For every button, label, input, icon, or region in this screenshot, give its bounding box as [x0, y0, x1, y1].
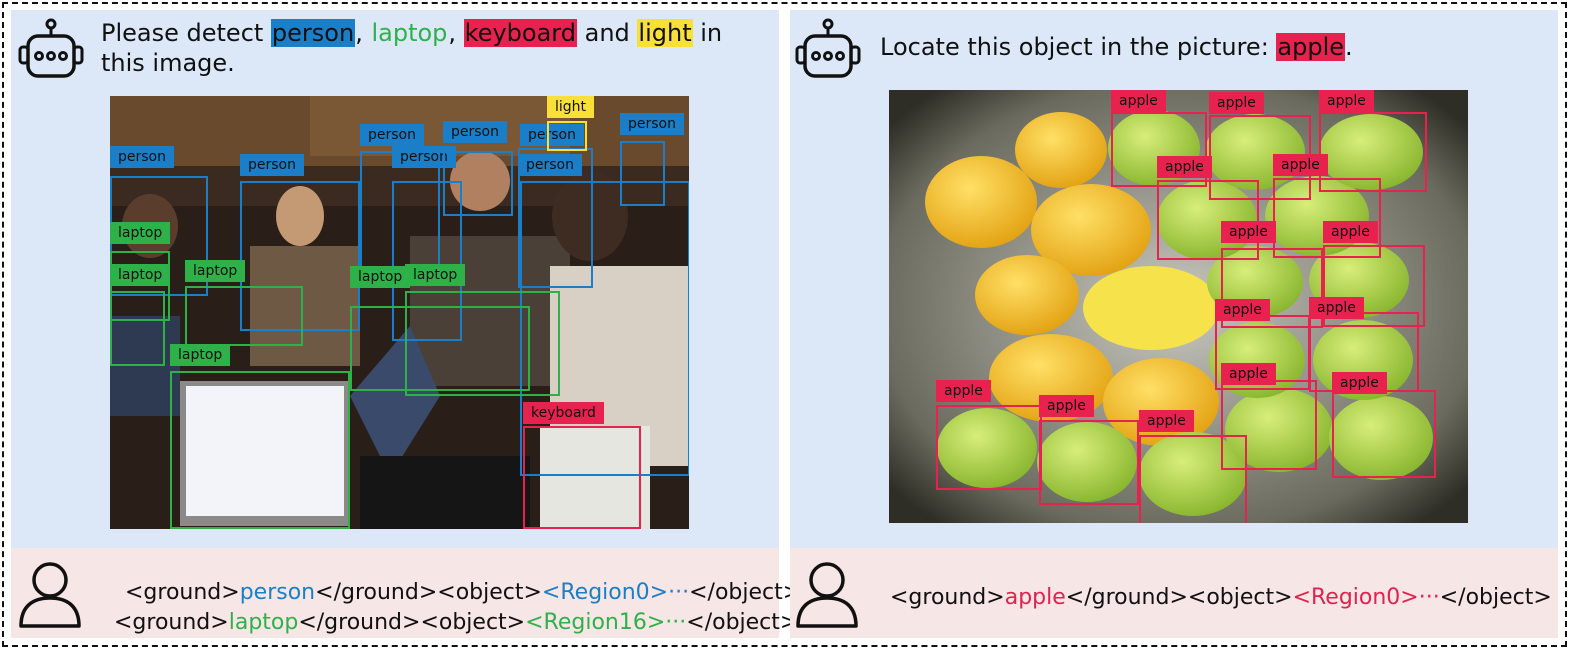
- left-box-label: laptop: [405, 264, 466, 286]
- left-bounding-box: [405, 291, 560, 396]
- ground-tag: <ground>: [125, 580, 240, 605]
- apple-box-label: apple: [1111, 90, 1166, 112]
- left-bounding-box: [350, 306, 530, 391]
- assistant-area: Please detect person, laptop, keyboard a…: [11, 10, 779, 548]
- panel-grounding: Locate this object in the picture: apple…: [790, 10, 1558, 638]
- apple-bounding-box: [1139, 435, 1247, 523]
- prompt-text: Locate this object in the picture:: [880, 33, 1277, 61]
- left-box-label: laptop: [185, 260, 246, 282]
- detect-prompt: Please detect person, laptop, keyboard a…: [101, 18, 761, 78]
- class-chip-laptop: laptop: [371, 19, 448, 47]
- left-bounding-box: [547, 121, 587, 151]
- class-chip-light: light: [637, 19, 693, 47]
- left-box-label: laptop: [170, 344, 231, 366]
- object-tag: </ground><object>: [298, 610, 526, 635]
- left-box-label: person: [518, 154, 582, 176]
- prompt-text: Please detect: [101, 19, 271, 47]
- class-chip-person: person: [270, 19, 356, 47]
- apple-box-label: apple: [1332, 372, 1387, 394]
- apple-box-label: apple: [1215, 299, 1270, 321]
- left-bounding-box: [392, 181, 462, 341]
- left-bounding-box: [523, 426, 641, 529]
- user-area: <ground>apple</ground><object><Region0>·…: [790, 548, 1558, 638]
- apple-bounding-box: [1319, 112, 1427, 192]
- robot-icon: [795, 18, 861, 78]
- answer-class-apple: apple: [1004, 585, 1066, 610]
- apple-box-label: apple: [1273, 154, 1328, 176]
- grounding-photo: apple apple apple apple apple apple apple apple…: [889, 90, 1468, 523]
- left-box-label: person: [620, 113, 684, 135]
- ground-tag: <ground>: [890, 585, 1005, 610]
- region-token: <Region0>···: [541, 580, 690, 605]
- left-bounding-box: [443, 151, 513, 216]
- left-box-label: person: [110, 146, 174, 168]
- left-bounding-box: [170, 371, 350, 529]
- answer-line: <ground>apple</ground><object><Region0>·…: [890, 583, 1552, 613]
- left-bounding-box: [110, 291, 165, 366]
- left-bounding-box: [185, 286, 303, 346]
- answer-class-person: person: [239, 580, 316, 605]
- left-box-label: person: [360, 124, 424, 146]
- left-box-label: person: [443, 121, 507, 143]
- robot-icon: [18, 18, 84, 78]
- left-box-label: person: [520, 124, 584, 146]
- apple-bounding-box: [1273, 178, 1381, 258]
- user-icon: [796, 562, 858, 628]
- answer-line-2: <ground>laptop</ground><object><Region16…: [114, 608, 819, 638]
- object-close-tag: </object>: [686, 610, 799, 635]
- left-box-label: laptop: [350, 266, 411, 288]
- user-area: <ground>person</ground><object><Region0>…: [11, 548, 819, 638]
- apple-box-label: apple: [1209, 92, 1264, 114]
- apple-box-label: apple: [1221, 221, 1276, 243]
- apple-box-label: apple: [1157, 156, 1212, 178]
- left-bounding-box: [110, 251, 170, 321]
- prompt-comma: ,: [355, 19, 371, 47]
- left-box-label: laptop: [110, 222, 171, 244]
- apple-box-label: apple: [1309, 297, 1364, 319]
- left-bounding-box: [520, 181, 689, 476]
- apple-bounding-box: [1323, 245, 1425, 327]
- left-box-label: light: [547, 96, 595, 118]
- apple-bounding-box: [1221, 248, 1323, 328]
- prompt-comma: ,: [448, 19, 464, 47]
- class-chip-keyboard: keyboard: [463, 19, 577, 47]
- apple-bounding-box: [936, 405, 1042, 490]
- apple-box-label: apple: [1039, 395, 1094, 417]
- prompt-text: .: [1345, 33, 1353, 61]
- panel-detection: Please detect person, laptop, keyboard a…: [11, 10, 819, 638]
- locate-prompt: Locate this object in the picture: apple…: [880, 32, 1353, 62]
- region-token: <Region16>···: [525, 610, 687, 635]
- left-box-label: keyboard: [523, 402, 604, 424]
- class-chip-apple: apple: [1276, 33, 1346, 61]
- apple-bounding-box: [1111, 112, 1207, 187]
- prompt-text: and: [576, 19, 638, 47]
- assistant-area: Locate this object in the picture: apple…: [790, 10, 1558, 548]
- object-close-tag: </object>: [1439, 585, 1552, 610]
- apple-box-label: apple: [1323, 221, 1378, 243]
- apple-box-label: apple: [1319, 90, 1374, 112]
- apple-box-label: apple: [936, 380, 991, 402]
- left-bounding-box: [620, 141, 665, 206]
- left-box-label: laptop: [110, 264, 171, 286]
- ground-tag: <ground>: [114, 610, 229, 635]
- left-box-label: person: [240, 154, 304, 176]
- prompt-text: in this image.: [101, 19, 723, 77]
- left-bounding-box: [240, 181, 360, 331]
- object-close-tag: </object>: [689, 580, 802, 605]
- object-tag: </ground><object>: [315, 580, 542, 605]
- apple-box-label: apple: [1139, 410, 1194, 432]
- user-icon: [19, 562, 81, 628]
- object-tag: </ground><object>: [1065, 585, 1293, 610]
- apple-bounding-box: [1039, 420, 1139, 505]
- apple-bounding-box: [1157, 180, 1259, 260]
- region-token: <Region0>···: [1292, 585, 1440, 610]
- answer-class-laptop: laptop: [228, 610, 299, 635]
- apple-bounding-box: [1332, 390, 1436, 478]
- apple-box-label: apple: [1221, 363, 1276, 385]
- left-box-label: person: [392, 146, 456, 168]
- answer-line-1: <ground>person</ground><object><Region0>…: [125, 578, 801, 608]
